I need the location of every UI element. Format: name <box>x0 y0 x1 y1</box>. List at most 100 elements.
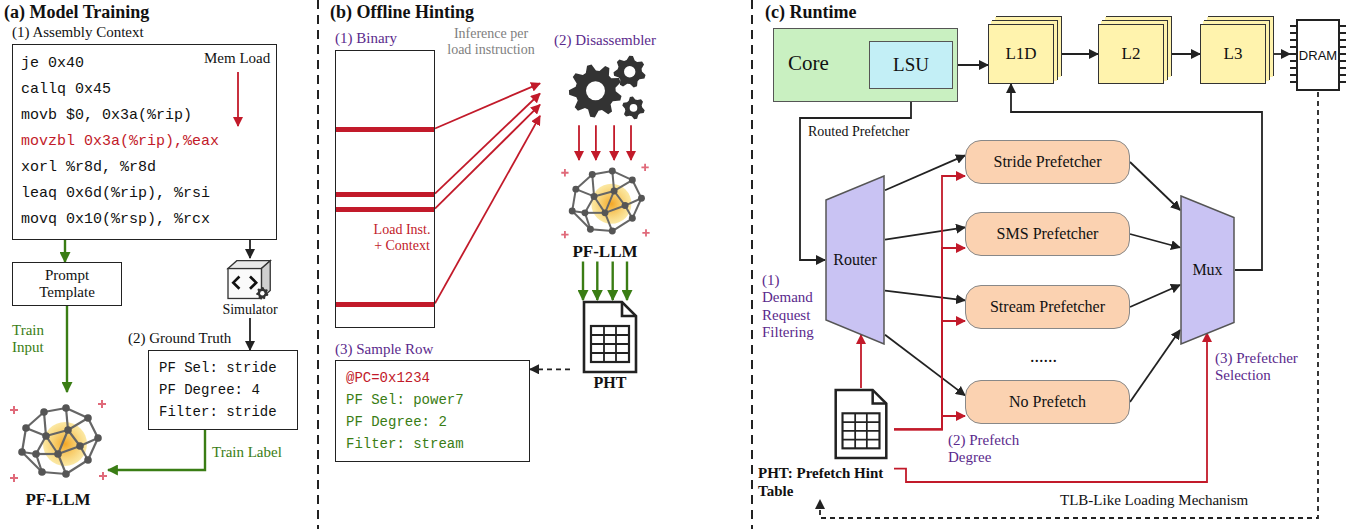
gear-icon-part <box>624 66 635 77</box>
sim-icon-part <box>256 287 268 299</box>
dram-icon-part <box>1339 74 1346 76</box>
doc-icon <box>570 300 650 374</box>
brain-icon-part <box>98 400 106 408</box>
connector-line <box>885 291 965 301</box>
dram-icon-part <box>1290 46 1297 48</box>
annotation-label: (1) Demand Request Filtering <box>762 272 822 341</box>
dram-icon-part <box>1290 32 1297 34</box>
lsu-label: LSU <box>893 54 929 76</box>
panel-separator <box>317 0 319 529</box>
icon-caption: (2) Disassembler <box>554 32 656 49</box>
brain-icon-part <box>638 195 645 202</box>
brain-icon-part <box>22 424 30 432</box>
sim-icon <box>210 258 290 302</box>
doc-icon-part <box>843 439 880 441</box>
dram-icon-part <box>1339 39 1346 41</box>
llm-icon: PF-LLM <box>550 160 660 262</box>
prefetcher-box: SMS Prefetcher <box>965 212 1130 256</box>
hint-line: Filter: stream <box>346 433 519 455</box>
icon-caption: PF-LLM <box>25 490 90 510</box>
connector <box>885 335 965 396</box>
annotation-label: TLB-Like Loading Mechanism <box>1060 492 1248 509</box>
heading: (1) Binary <box>335 28 435 50</box>
doc-icon-part <box>591 352 629 354</box>
brain-icon-part <box>629 177 636 184</box>
connector-line <box>435 105 540 209</box>
dram-icon-part <box>1339 46 1346 48</box>
connector-line <box>885 335 965 396</box>
brain-icon-part <box>58 430 68 454</box>
connector-line <box>1266 53 1290 55</box>
edge-label: Train Input <box>12 322 64 357</box>
doc-icon-part <box>866 413 868 448</box>
dram-icon-part <box>1297 20 1339 90</box>
brain-icon-part <box>561 169 568 176</box>
brain-icon-part <box>581 209 588 216</box>
ground-truth-box: PF Sel: stridePF Degree: 4Filter: stride <box>148 350 298 430</box>
connector-line <box>1130 330 1180 402</box>
brain-icon-part <box>99 472 107 480</box>
dram-icon-part <box>1339 67 1346 69</box>
dram-icon-part <box>1339 60 1346 62</box>
icon-caption: Simulator <box>222 302 277 318</box>
dram-icon-part <box>1339 25 1346 27</box>
lsu-box: LSU <box>869 41 953 89</box>
brain-icon-part <box>66 460 88 474</box>
connector <box>894 248 965 429</box>
annotation-label: (2) Ground Truth <box>128 330 231 347</box>
annotation-label: Routed Prefetcher <box>808 124 909 140</box>
connector-line <box>582 262 584 301</box>
annotation-label: (1) Assembly Context <box>12 24 144 41</box>
annotation-label: (2) Prefetch Degree <box>948 432 1048 467</box>
doc-icon-part <box>615 326 617 362</box>
brain-icon <box>550 160 660 242</box>
brain-icon-part <box>611 188 618 195</box>
annotation-label: (c) Runtime <box>765 2 856 23</box>
gear-icon-part <box>630 104 638 112</box>
connector-line <box>249 240 251 258</box>
brain-icon-part <box>622 202 629 209</box>
load-bar <box>336 207 434 212</box>
mux-block: Mux <box>1180 195 1235 345</box>
brain-icon-part <box>43 422 87 466</box>
connector-line <box>894 176 965 429</box>
connector <box>530 369 570 370</box>
dram-chip: DRAM <box>1290 18 1346 92</box>
hint-line: @PC=0x1234 <box>346 367 519 389</box>
prefetcher-label: No Prefetch <box>1009 393 1086 411</box>
brain-icon-part <box>569 208 576 215</box>
connector <box>65 240 66 262</box>
hint-line: PF Sel: power7 <box>346 389 519 411</box>
trapezoid-shape-part <box>826 176 884 344</box>
connector-line <box>894 333 1207 482</box>
brain-icon-part <box>38 468 46 476</box>
cache-box: L3 <box>1200 24 1266 84</box>
connector <box>894 321 965 429</box>
connector-line <box>894 321 965 429</box>
gear-icon-part <box>614 56 646 88</box>
cache-label: L3 <box>1224 44 1243 64</box>
dram-icon-part <box>1339 53 1346 55</box>
cache-label: L2 <box>1122 44 1141 64</box>
heading: (3) Sample Row <box>335 340 530 360</box>
brain-icon-part <box>40 408 48 416</box>
connector <box>1054 54 1098 55</box>
table-icon: PHT <box>570 300 650 392</box>
connector-line <box>1130 234 1180 248</box>
brain-icon-part <box>602 209 609 216</box>
code-line: movq 0x10(%rsp), %rcx <box>21 207 268 233</box>
sample-row-outline: @PC=0x1234PF Sel: power7PF Degree: 2Filt… <box>335 360 530 462</box>
connector-line <box>820 92 1318 518</box>
ground-truth-line: Filter: stride <box>159 401 277 423</box>
annotation-label: (a) Model Training <box>4 2 149 23</box>
doc-icon-part <box>854 413 856 448</box>
code-line: leaq 0x6d(%rip), %rsi <box>21 181 268 207</box>
dram-icon-part <box>1290 25 1297 27</box>
connector <box>67 306 68 392</box>
prefetcher-label: Stream Prefetcher <box>990 298 1105 316</box>
connector-line <box>1130 162 1180 210</box>
doc-icon-part <box>873 390 887 404</box>
code-line: movb $0, 0x3a(%rip) <box>21 103 268 129</box>
brain-icon-part <box>84 456 92 464</box>
brain-icon-part <box>32 450 40 458</box>
